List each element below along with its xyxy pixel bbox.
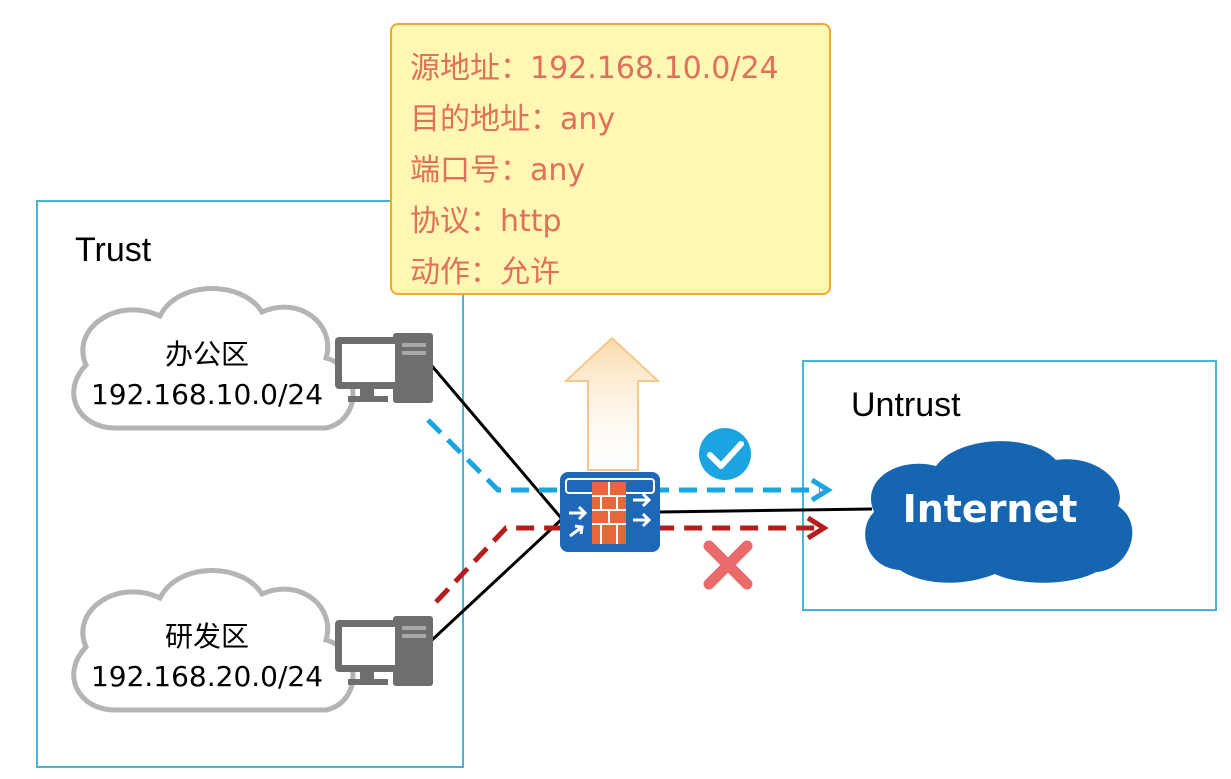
policy-destination-address: 目的地址：any <box>410 102 616 137</box>
trust-zone <box>36 200 464 768</box>
office-cloud-subnet: 192.168.10.0/24 <box>91 378 323 411</box>
rnd-cloud-subnet: 192.168.20.0/24 <box>91 660 323 693</box>
security-policy-box: 源地址：192.168.10.0/24 目的地址：any 端口号：any 协议：… <box>390 23 831 295</box>
link-firewall-internet <box>659 507 873 514</box>
allowed-flow-line <box>426 418 820 493</box>
cross-icon <box>703 540 753 590</box>
policy-protocol: 协议：http <box>410 204 562 239</box>
denied-flow-line <box>434 525 818 604</box>
link-office-firewall <box>430 365 564 520</box>
policy-action: 动作：允许 <box>410 255 560 290</box>
denied-flow-arrowhead <box>806 515 829 541</box>
rnd-pc-icon <box>335 616 433 686</box>
up-arrow-icon <box>563 336 661 471</box>
internet-cloud-label: Internet <box>903 487 1078 531</box>
check-icon <box>699 428 751 480</box>
firewall-icon <box>560 472 660 552</box>
trust-zone-label: Trust <box>75 231 152 269</box>
office-pc-icon <box>335 333 433 403</box>
untrust-zone <box>802 360 1217 611</box>
link-rnd-firewall <box>430 517 564 642</box>
untrust-zone-label: Untrust <box>851 386 961 424</box>
internet-cloud <box>865 441 1133 583</box>
office-cloud-name: 办公区 <box>165 338 249 371</box>
policy-source-address: 源地址：192.168.10.0/24 <box>410 51 779 86</box>
policy-port: 端口号：any <box>410 153 586 188</box>
allowed-flow-arrowhead <box>810 477 833 503</box>
rnd-cloud-name: 研发区 <box>165 620 249 653</box>
